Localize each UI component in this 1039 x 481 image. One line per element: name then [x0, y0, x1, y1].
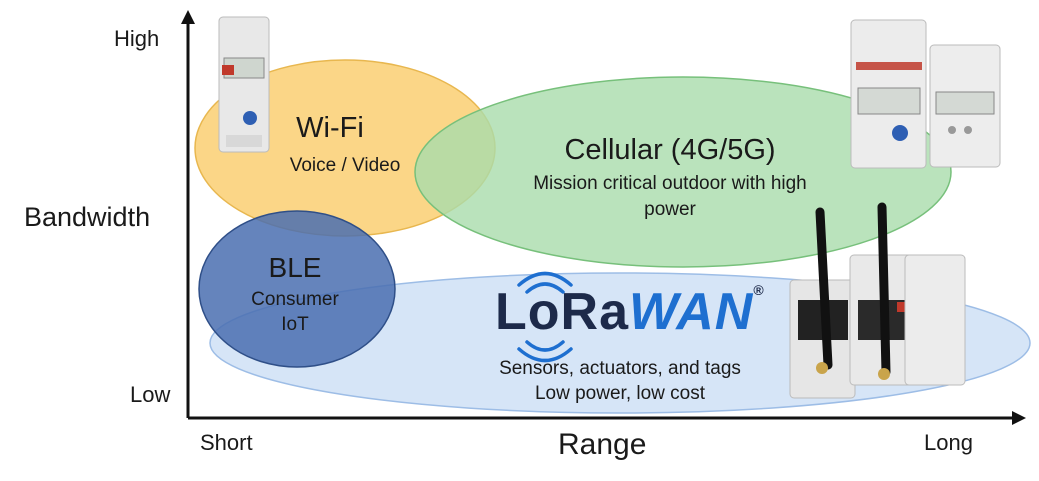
x-axis-title: Range	[558, 428, 647, 461]
wifi-meter-image	[218, 16, 270, 153]
cellular-title: Cellular (4G/5G)	[564, 134, 776, 166]
y-axis-arrow	[181, 10, 195, 24]
ble-title: BLE	[268, 252, 322, 283]
lorawan-logo-lora: LoRa	[495, 283, 629, 341]
ble-region	[198, 210, 396, 368]
lorawan-meters-image	[789, 202, 966, 399]
y-axis-title: Bandwidth	[24, 202, 151, 232]
cellular-subtitle-line1: Mission critical outdoor with high	[533, 173, 807, 194]
x-axis-long-label: Long	[924, 430, 973, 455]
cellular-meters-image	[850, 19, 1001, 169]
x-axis-arrow	[1012, 411, 1026, 425]
lora-signal-icon	[517, 271, 573, 363]
ble-subtitle-line1: Consumer	[251, 289, 339, 310]
wifi-title: Wi-Fi	[296, 112, 364, 144]
y-axis-low-label: Low	[130, 382, 171, 407]
lorawan-logo-wan: WAN	[629, 283, 754, 341]
lorawan-subtitle-line2: Low power, low cost	[534, 383, 706, 404]
lorawan-registered-mark: ®	[753, 282, 765, 298]
y-axis-high-label: High	[114, 26, 160, 51]
lorawan-subtitle-line1: Sensors, actuators, and tags	[499, 358, 741, 379]
cellular-subtitle-line2: power	[644, 199, 696, 220]
lorawan-logo: LoRaWAN®	[495, 282, 765, 342]
x-axis-short-label: Short	[200, 430, 253, 455]
ble-subtitle-line2: IoT	[281, 314, 309, 335]
wifi-subtitle: Voice / Video	[289, 155, 401, 176]
